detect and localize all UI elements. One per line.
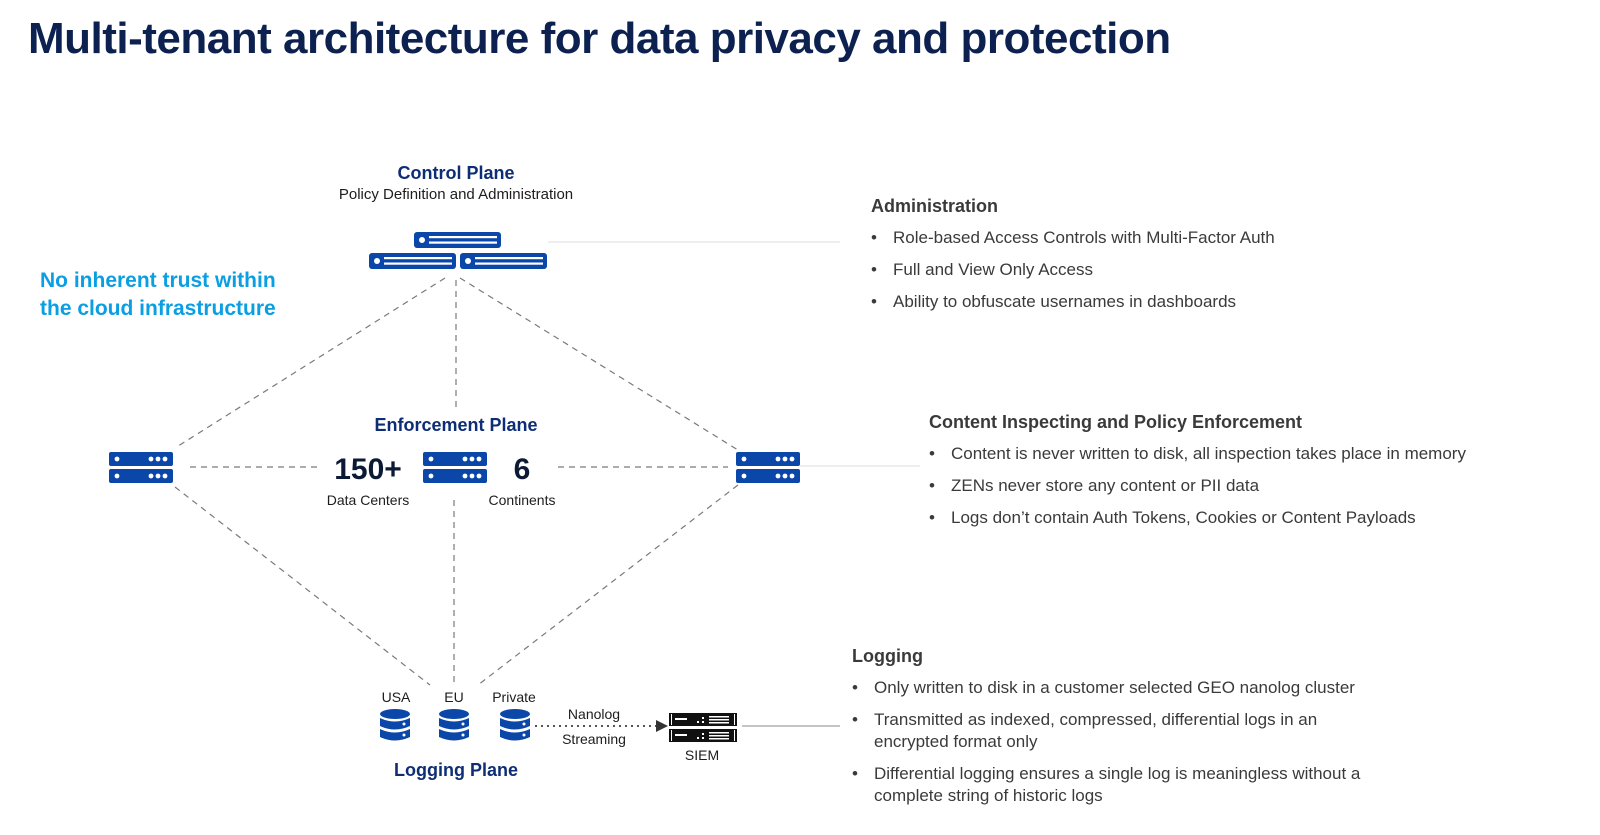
stream-arrow-head [656,720,668,732]
bullet-item: Logs don’t contain Auth Tokens, Cookies … [929,507,1569,529]
control-plane-subtitle: Policy Definition and Administration [338,186,574,203]
logging-bullets: Only written to disk in a customer selec… [852,677,1392,807]
server-stack-icon [369,232,547,269]
administration-bullets: Role-based Access Controls with Multi-Fa… [871,227,1431,313]
database-icon-eu [439,709,469,741]
connector-left-logging [174,486,431,686]
bullet-item: Ability to obfuscate usernames in dashbo… [871,291,1431,313]
connector-control-left [174,277,446,449]
bullet-item: Content is never written to disk, all in… [929,443,1569,465]
bullet-item: Transmitted as indexed, compressed, diff… [852,709,1392,753]
data-centers-count: 150+ [334,453,402,486]
bullet-item: ZENs never store any content or PII data [929,475,1569,497]
logging-heading: Logging [852,646,923,666]
bullet-item: Differential logging ensures a single lo… [852,763,1392,807]
store-label-usa: USA [381,689,411,705]
data-centers-label: Data Centers [326,492,410,508]
logging-section: Logging Only written to disk in a custom… [852,646,1392,817]
tagline-line-2: the cloud infrastructure [40,297,276,320]
enforcement-section: Content Inspecting and Policy Enforcemen… [929,412,1569,539]
stream-label-top: Nanolog [567,706,621,722]
continents-label: Continents [488,492,556,508]
server-icon-left [109,452,173,483]
enforcement-heading: Content Inspecting and Policy Enforcemen… [929,412,1303,432]
bullet-item: Role-based Access Controls with Multi-Fa… [871,227,1431,249]
trust-tagline: No inherent trust within the cloud infra… [40,267,276,323]
tagline-line-1: No inherent trust within [40,269,276,292]
database-icon-private [500,709,530,741]
siem-label: SIEM [684,747,720,763]
store-label-eu: EU [444,689,464,705]
enforcement-plane-title: Enforcement Plane [374,415,538,435]
administration-heading: Administration [871,196,999,216]
database-icon-usa [380,709,410,741]
bullet-item: Full and View Only Access [871,259,1431,281]
store-label-private: Private [492,689,536,705]
logging-plane-title: Logging Plane [394,760,518,780]
connector-right-logging [477,484,739,686]
stream-label-bottom: Streaming [562,731,626,747]
page-title: Multi-tenant architecture for data priva… [28,14,1171,63]
continents-count: 6 [513,453,531,486]
enforcement-bullets: Content is never written to disk, all in… [929,443,1569,529]
server-icon-center [423,452,487,483]
administration-section: Administration Role-based Access Control… [871,196,1431,323]
server-icon-right [736,452,800,483]
bullet-item: Only written to disk in a customer selec… [852,677,1392,699]
siem-appliance-icon [669,713,737,742]
control-plane-title: Control Plane [397,163,515,183]
